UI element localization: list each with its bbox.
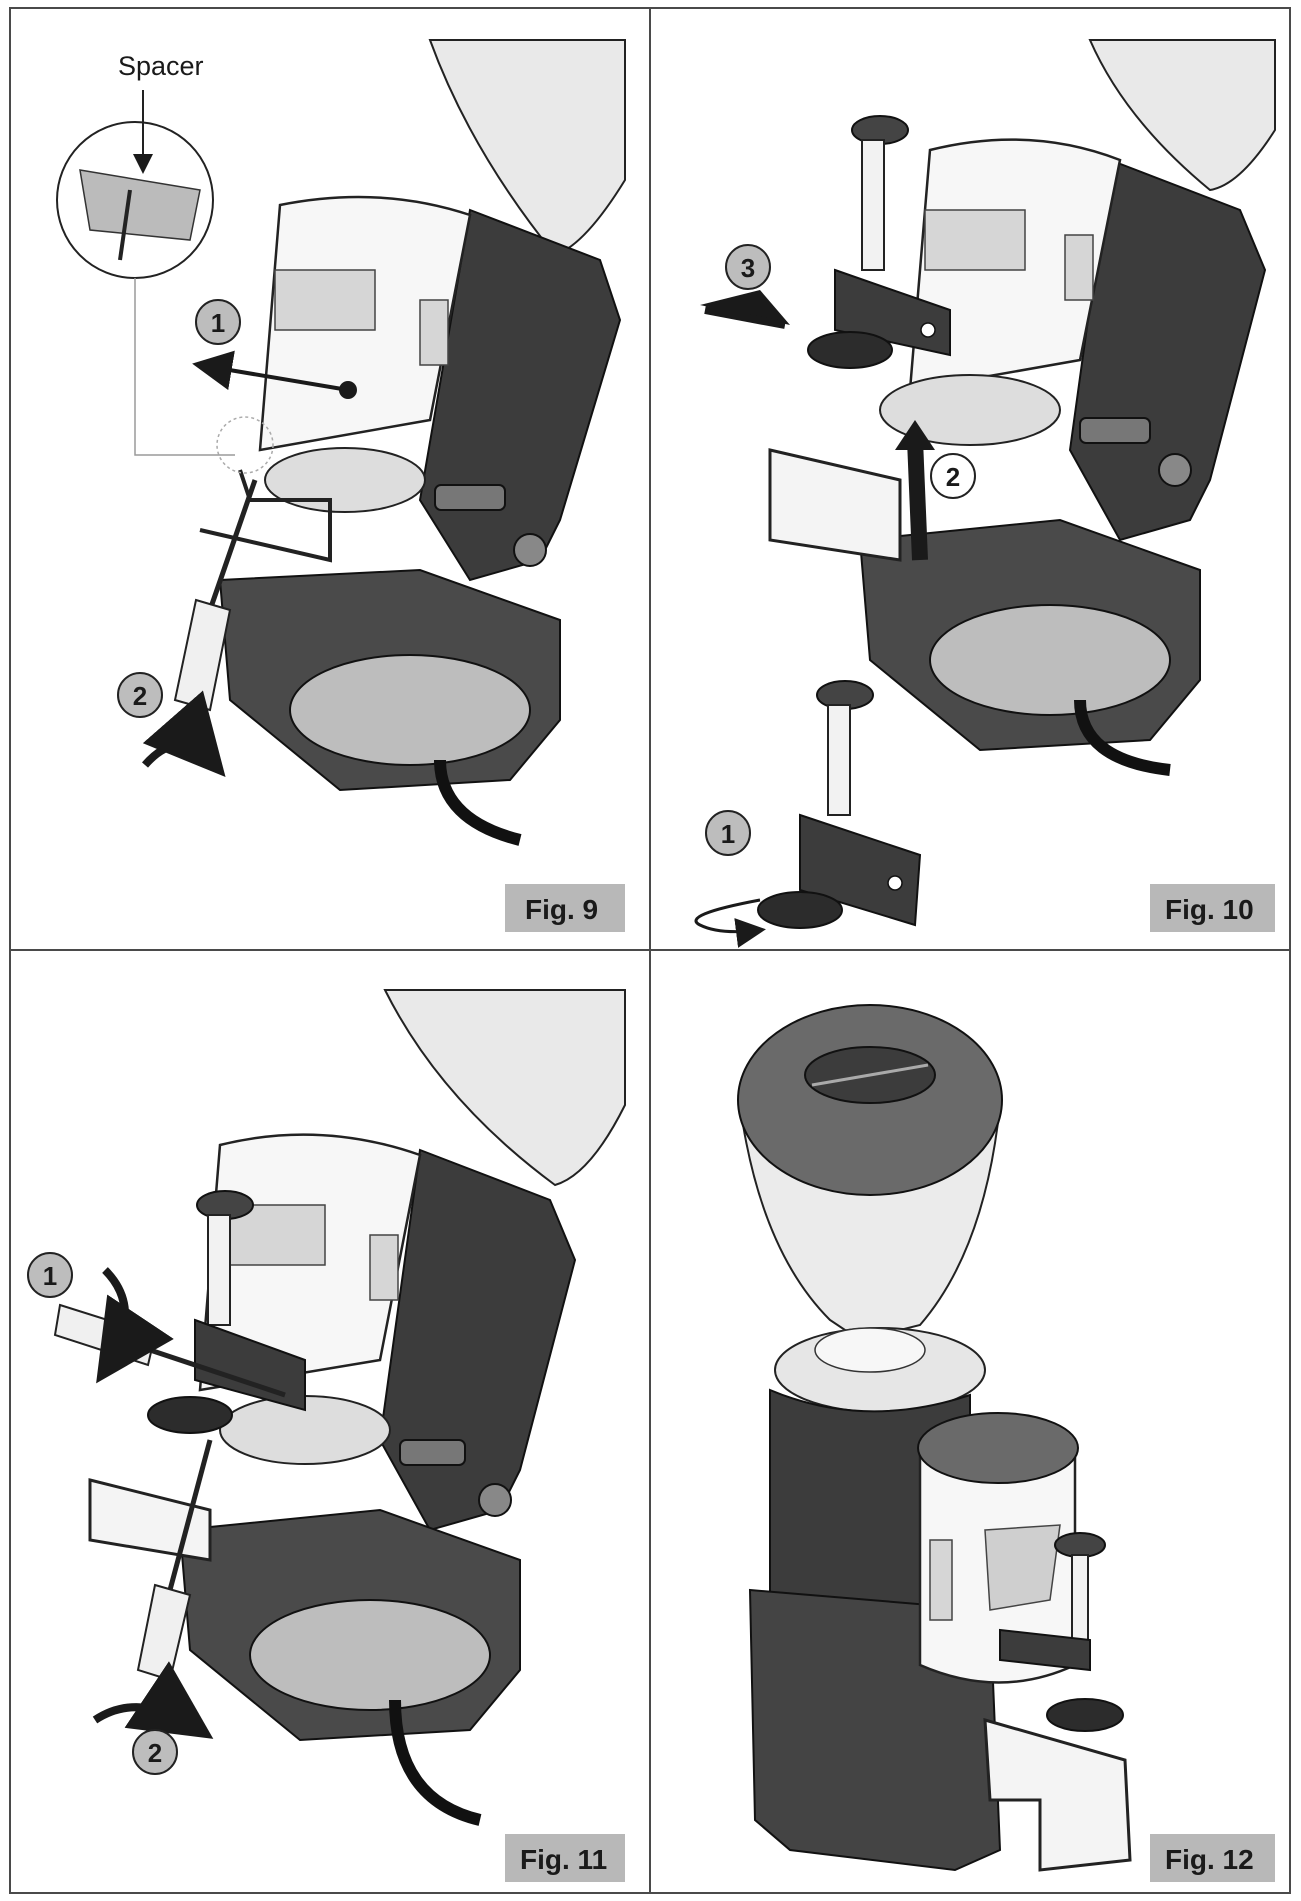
doser-window-small: [369, 1234, 399, 1301]
push-arrow-icon: [895, 420, 935, 561]
base-plate: [289, 654, 531, 766]
step-badge: 1: [195, 299, 241, 345]
grind-dial-inner: [814, 1327, 926, 1373]
grinder-body: [1068, 158, 1267, 542]
base-plate: [929, 604, 1171, 716]
step-badge: 1: [27, 1252, 73, 1298]
figure-label-12: Fig. 12: [1150, 1834, 1275, 1882]
fork-bracket: [199, 469, 332, 563]
figure-11-panel: 1 2 Fig. 11: [27, 989, 626, 1882]
svg-text:2: 2: [148, 1738, 162, 1768]
doser-window-small: [419, 299, 449, 366]
step-badge: 1: [705, 810, 751, 856]
lever-grip: [434, 484, 506, 511]
tamper-assembly: [807, 115, 951, 369]
step-badge: 3: [725, 244, 771, 290]
svg-text:Fig. 10: Fig. 10: [1165, 894, 1254, 925]
svg-text:2: 2: [946, 462, 960, 492]
panel-grid: [9, 7, 1291, 1894]
svg-text:Fig. 12: Fig. 12: [1165, 1844, 1254, 1875]
figure-label-10: Fig. 10: [1150, 884, 1275, 932]
dial-plate: [264, 447, 426, 513]
tamper-assembly: [147, 1190, 306, 1434]
spacer-callout-icon: [56, 90, 274, 474]
lever-grip: [399, 1439, 466, 1466]
doser-window: [274, 269, 376, 331]
side-knob: [513, 533, 547, 567]
svg-text:2: 2: [133, 681, 147, 711]
svg-text:3: 3: [741, 253, 755, 283]
figure-9-panel: Spacer 1 2 Fig. 9: [56, 39, 626, 932]
figure-10-panel: 3 2 1 Fig. 10: [694, 39, 1276, 948]
svg-text:1: 1: [721, 819, 735, 849]
spacer-label: Spacer: [118, 51, 204, 81]
svg-text:Fig. 9: Fig. 9: [525, 894, 598, 925]
figure-12-panel: Fig. 12: [737, 1004, 1275, 1882]
doser-vanes: [984, 1524, 1061, 1611]
svg-text:1: 1: [211, 308, 225, 338]
doser-lid: [917, 1412, 1079, 1484]
hopper-shape: [383, 989, 626, 1187]
power-cable: [434, 759, 522, 846]
grinder-body: [378, 1148, 577, 1532]
fork-bracket: [88, 1478, 212, 1562]
doser-window: [929, 1539, 953, 1621]
push-arrow-icon: [700, 290, 790, 329]
power-cable: [389, 1699, 482, 1826]
tamper-assembly: [999, 1532, 1124, 1732]
doser-window: [924, 209, 1026, 271]
hopper-shape: [1088, 39, 1276, 192]
rotate-arrow-icon: [96, 1267, 174, 1384]
fork-bracket: [768, 448, 902, 562]
side-knob: [1158, 453, 1192, 487]
step-badge: 2: [930, 453, 976, 499]
push-arrow-icon: [192, 350, 357, 399]
power-cable: [1074, 699, 1171, 776]
svg-text:1: 1: [43, 1261, 57, 1291]
dial-plate: [879, 374, 1061, 446]
rotate-arrow-icon: [141, 690, 226, 778]
base-plate: [249, 1599, 491, 1711]
doser-window-small: [1064, 234, 1094, 301]
rotate-arrow-icon: [92, 1661, 214, 1739]
rotate-arrow-icon: [694, 898, 766, 948]
step-badge: 2: [132, 1729, 178, 1775]
tamper-assembly-removed: [757, 680, 922, 929]
lever-grip: [1079, 417, 1151, 444]
svg-text:Fig. 11: Fig. 11: [520, 1844, 607, 1875]
step-badge: 2: [117, 672, 163, 718]
side-knob: [478, 1483, 512, 1517]
figure-label-11: Fig. 11: [505, 1834, 625, 1882]
fork-bracket: [983, 1717, 1132, 1872]
figure-label-9: Fig. 9: [505, 884, 625, 932]
